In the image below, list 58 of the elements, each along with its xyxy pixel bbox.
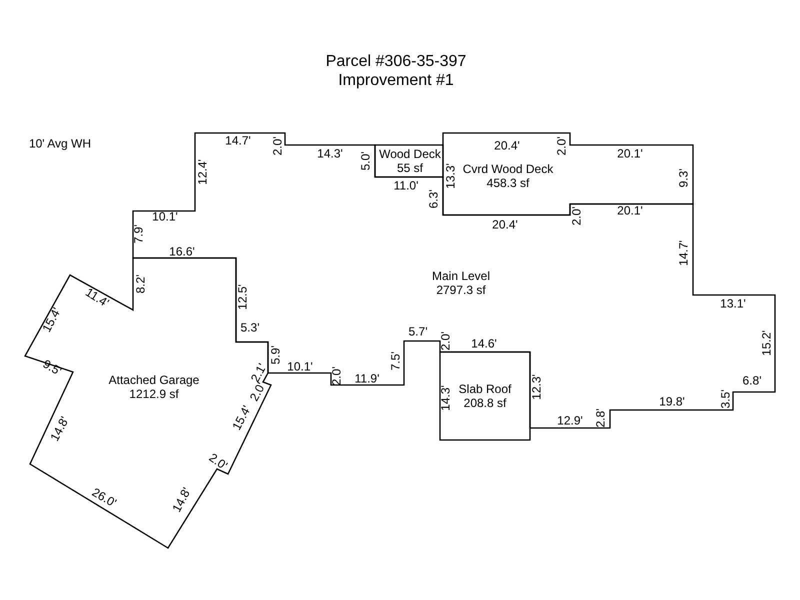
area-size: 55 sf	[396, 161, 424, 175]
dimension-label: 6.8'	[742, 374, 762, 388]
dimension-label: 14.3'	[317, 148, 343, 160]
dimension-label: 19.8'	[659, 396, 685, 408]
dimension-label: 12.3'	[530, 374, 544, 400]
dimension-label: 10.1'	[287, 360, 313, 374]
dimension-label: 14.8'	[170, 486, 194, 514]
dimension-label: 20.4'	[492, 218, 518, 232]
dimension-label: 7.9'	[132, 224, 146, 244]
area-size: 208.8 sf	[462, 396, 508, 410]
dimension-label: 14.7'	[678, 240, 690, 266]
dimension-label: 12.5'	[236, 284, 250, 310]
dimension-label: 2.8'	[594, 408, 608, 428]
dimension-label: 9.3'	[678, 168, 690, 188]
dimension-label: 14.6'	[471, 338, 497, 350]
dimension-label: 26.0'	[90, 486, 118, 510]
area-size: 1212.9 sf	[128, 387, 180, 401]
area-name: Wood Deck	[379, 147, 441, 161]
dimension-label: 7.5'	[390, 352, 402, 370]
area-size: 2797.3 sf	[435, 283, 487, 297]
dimension-label: 14.3'	[440, 385, 452, 411]
dimension-label: 5.0'	[360, 152, 372, 170]
dimension-label: 5.3'	[240, 322, 260, 334]
dimension-label: 8.2'	[134, 274, 148, 294]
dimension-label: 11.9'	[354, 372, 380, 386]
area-size: 458.3 sf	[486, 176, 530, 190]
dimension-label: 20.4'	[494, 140, 520, 152]
dimension-label: 20.1'	[617, 148, 643, 160]
wall-height-note: 10' Avg WH	[28, 138, 92, 150]
dimension-label: 15.2'	[760, 330, 774, 356]
dimension-label: 14.8'	[48, 414, 72, 444]
dimension-label: 10.1'	[152, 210, 178, 224]
dimension-label: 2.0'	[272, 136, 284, 156]
dimension-label: 13.3'	[444, 163, 458, 189]
dimension-label: 2.0'	[206, 451, 230, 473]
dimension-label: 11.0'	[394, 180, 418, 192]
dimension-label: 2.0'	[440, 332, 452, 350]
dimension-label: 12.9'	[557, 414, 583, 428]
dimension-label: 6.3'	[428, 190, 440, 208]
dimension-label: 13.1'	[720, 298, 746, 310]
dimension-label: 3.5'	[720, 390, 732, 408]
dimension-label: 15.4'	[230, 404, 254, 432]
dimension-label: 5.7'	[408, 326, 428, 338]
dimension-label: 2.0'	[330, 366, 344, 386]
dimension-label: 14.7'	[225, 134, 251, 148]
dimension-label: 2.0'	[570, 206, 584, 226]
dimension-label: 16.6'	[169, 246, 195, 258]
dimension-label: 2.0'	[556, 136, 568, 156]
dimension-label: 12.4'	[196, 159, 210, 185]
area-name: Cvrd Wood Deck	[462, 162, 554, 176]
dimension-label: 5.9'	[270, 346, 282, 364]
area-name: Attached Garage	[108, 373, 200, 387]
dimension-label: 11.4'	[83, 286, 111, 310]
dimension-label: 20.1'	[617, 204, 643, 218]
dimension-label: 15.4'	[40, 306, 64, 334]
area-name: Main Level	[432, 269, 490, 283]
drawing-title: Parcel #306-35-397 Improvement #1	[324, 52, 468, 90]
area-name: Slab Roof	[458, 382, 512, 396]
